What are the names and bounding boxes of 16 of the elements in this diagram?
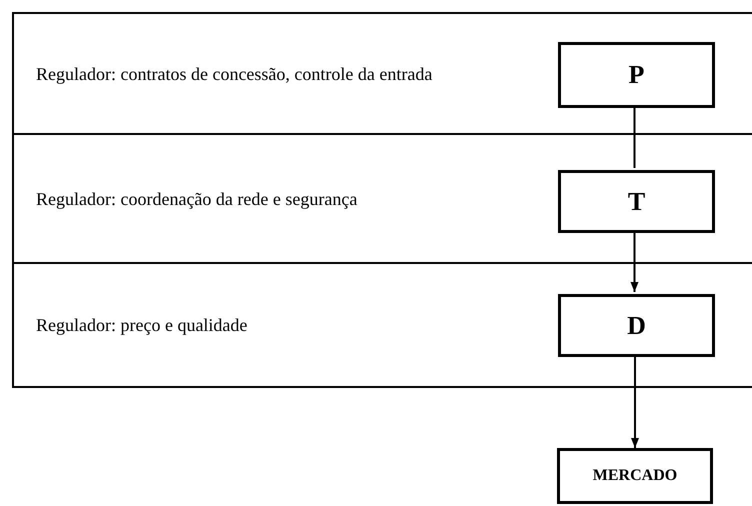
process-box xyxy=(557,448,713,504)
process-box xyxy=(558,170,715,233)
band-label: Regulador: preço e qualidade xyxy=(36,314,248,337)
regulator-band xyxy=(12,262,752,388)
arrow xyxy=(631,355,639,448)
connector-line xyxy=(634,106,636,168)
regulator-band xyxy=(12,12,752,135)
process-box xyxy=(558,294,715,357)
box-label: T xyxy=(628,186,646,216)
box-label: P xyxy=(628,60,644,90)
band-label: Regulador: contratos de concessão, controle da entrada xyxy=(36,62,432,86)
process-box xyxy=(558,42,715,108)
band-label: Regulador: coordenação da rede e segurança xyxy=(36,188,358,210)
arrow xyxy=(630,231,638,292)
box-label: D xyxy=(627,310,646,340)
box-label: MERCADO xyxy=(592,467,678,485)
